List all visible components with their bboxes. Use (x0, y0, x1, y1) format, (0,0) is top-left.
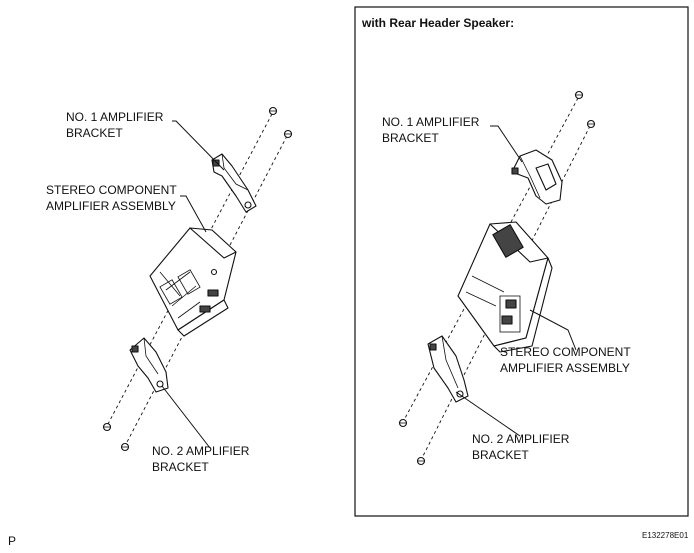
right-amp-label-line1: STEREO COMPONENT (500, 345, 631, 359)
right-view-header: with Rear Header Speaker: (361, 16, 514, 30)
left-no2-label-line2: BRACKET (152, 460, 209, 474)
right-axis-1 (403, 97, 579, 421)
right-no2-bracket (427, 335, 469, 403)
right-view-frame (354, 6, 689, 517)
right-bolt-bottom-1 (398, 418, 408, 428)
left-amp-leader (180, 195, 207, 233)
figure-code: E132278E01 (642, 531, 689, 540)
left-amp-label-line2: AMPLIFIER ASSEMBLY (46, 199, 176, 213)
footer-left-mark: P (8, 534, 16, 548)
left-bolt-top-1 (268, 106, 278, 116)
right-no2-leader (455, 391, 521, 437)
left-no1-bracket (211, 153, 257, 213)
left-amp-label-line1: STEREO COMPONENT (46, 183, 177, 197)
right-amplifier-assembly (457, 221, 553, 353)
left-bolt-top-2 (283, 129, 293, 139)
left-bolt-bottom-1 (102, 422, 112, 432)
left-bolt-bottom-2 (120, 442, 130, 452)
right-no1-label-line1: NO. 1 AMPLIFIER (382, 115, 480, 129)
right-no1-bracket (511, 149, 563, 205)
left-amplifier-assembly (149, 227, 237, 337)
right-amp-leader (529, 309, 577, 351)
right-no1-leader (490, 125, 523, 163)
right-no2-label-line2: BRACKET (472, 448, 529, 462)
left-no1-leader (172, 120, 225, 171)
right-no2-label-line1: NO. 2 AMPLIFIER (472, 432, 570, 446)
right-exploded-view: NO. 1 AMPLIFIER BRACKET STEREO COMPONENT… (382, 90, 631, 466)
right-bolt-top-1 (574, 90, 584, 100)
left-no2-label-line1: NO. 2 AMPLIFIER (152, 444, 250, 458)
right-amp-label-line2: AMPLIFIER ASSEMBLY (500, 361, 630, 375)
left-exploded-view: NO. 1 AMPLIFIER BRACKET STEREO COMPONENT… (46, 106, 293, 474)
right-bolt-top-2 (586, 119, 596, 129)
left-no1-label-line1: NO. 1 AMPLIFIER (66, 110, 164, 124)
left-no1-label-line2: BRACKET (66, 126, 123, 140)
right-bolt-bottom-2 (416, 456, 426, 466)
left-no2-bracket (129, 337, 169, 393)
left-axis-2 (125, 135, 288, 445)
left-no2-leader (161, 385, 211, 449)
right-no1-label-line2: BRACKET (382, 131, 439, 145)
